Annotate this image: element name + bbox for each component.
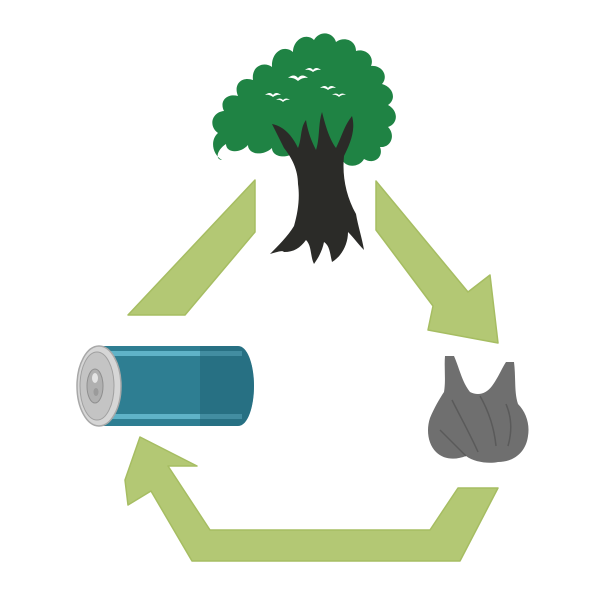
bag-body: [428, 356, 529, 463]
soda-can-icon: [76, 345, 254, 427]
bag-fold-line: [439, 429, 467, 457]
arrow-can-to-tree: [127, 179, 256, 316]
can-tab-rivet: [93, 388, 99, 396]
bird-mark: [276, 98, 290, 102]
bird-mark: [265, 93, 281, 97]
can-tab-hole: [92, 373, 98, 383]
trash-bag-icon: [428, 356, 529, 463]
tree-trunk: [270, 112, 364, 264]
can-shade: [200, 346, 254, 426]
arrow-tree-to-bag: [375, 180, 499, 344]
can-body: [100, 346, 254, 426]
can-stripe: [108, 351, 242, 356]
tree-icon: [212, 33, 396, 264]
bird-mark: [288, 75, 308, 81]
can-tab: [86, 368, 104, 404]
bird-mark: [320, 86, 336, 90]
bird-mark: [332, 93, 346, 97]
bird-mark: [305, 68, 321, 72]
bag-fold-line: [451, 399, 479, 453]
bag-fold-line: [505, 403, 512, 447]
arrow-bag-to-can: [124, 436, 499, 562]
can-stripe: [108, 414, 242, 419]
bag-fold-line: [479, 395, 497, 447]
